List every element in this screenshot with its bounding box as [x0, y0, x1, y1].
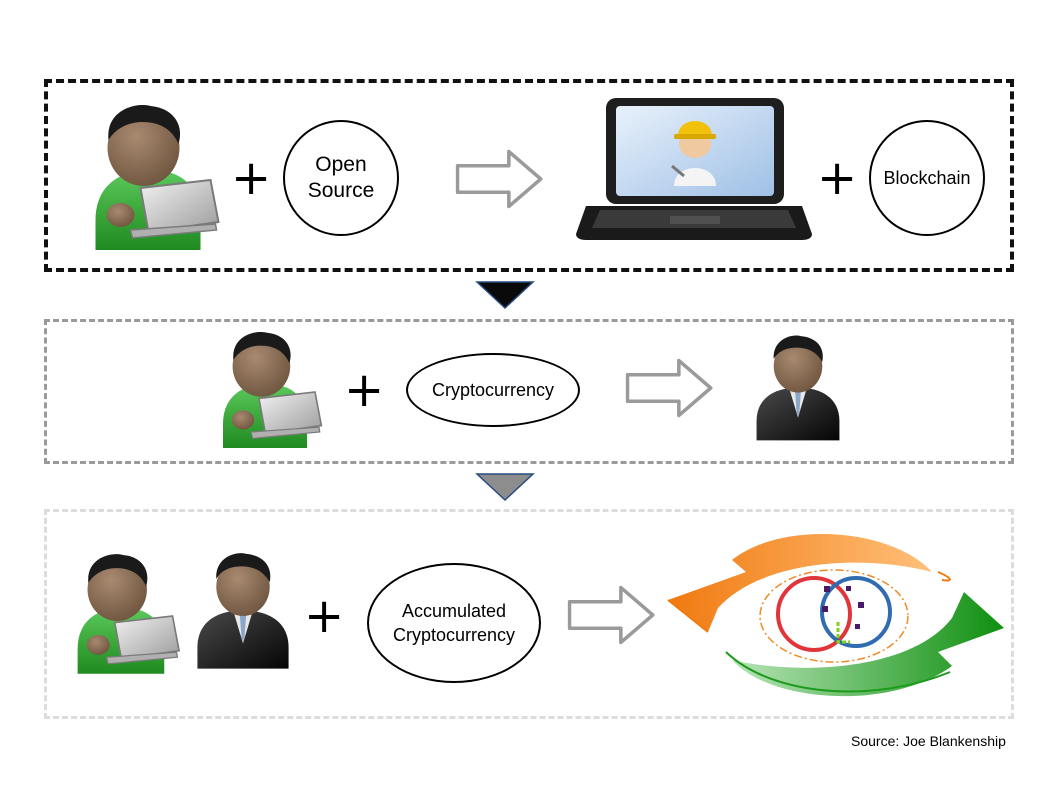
open-source-label: Open Source [307, 153, 375, 202]
accumulated-cryptocurrency-bubble: Accumulated Cryptocurrency [367, 563, 541, 683]
step-2-panel [44, 319, 1014, 464]
cycle-logo-icon [667, 534, 1004, 697]
down-triangle-icon [475, 473, 535, 502]
blockchain-bubble: Blockchain [869, 120, 985, 236]
blockchain-label: Blockchain [883, 167, 971, 188]
step-3-panel [44, 509, 1014, 719]
right-arrow-icon [454, 148, 546, 210]
plus-sign: + [817, 150, 858, 206]
investor-icon [748, 326, 848, 452]
laptop-miner-icon [576, 98, 812, 240]
plus-sign: + [304, 588, 345, 644]
developer-icon [78, 100, 223, 260]
investor-icon [188, 542, 298, 682]
developer-icon [62, 550, 184, 682]
developer-icon [208, 328, 326, 456]
cryptocurrency-bubble: Cryptocurrency [406, 353, 580, 427]
right-arrow-icon [624, 357, 716, 419]
plus-sign: + [344, 362, 385, 418]
plus-sign: + [231, 150, 272, 206]
cryptocurrency-label: Cryptocurrency [431, 379, 555, 400]
step-1-panel [44, 79, 1014, 272]
open-source-bubble: Open Source [283, 120, 399, 236]
source-caption: Source: Joe Blankenship [851, 733, 1006, 749]
accumulated-cryptocurrency-label: Accumulated Cryptocurrency [392, 601, 516, 645]
right-arrow-icon [566, 584, 658, 646]
down-triangle-icon [475, 281, 535, 310]
